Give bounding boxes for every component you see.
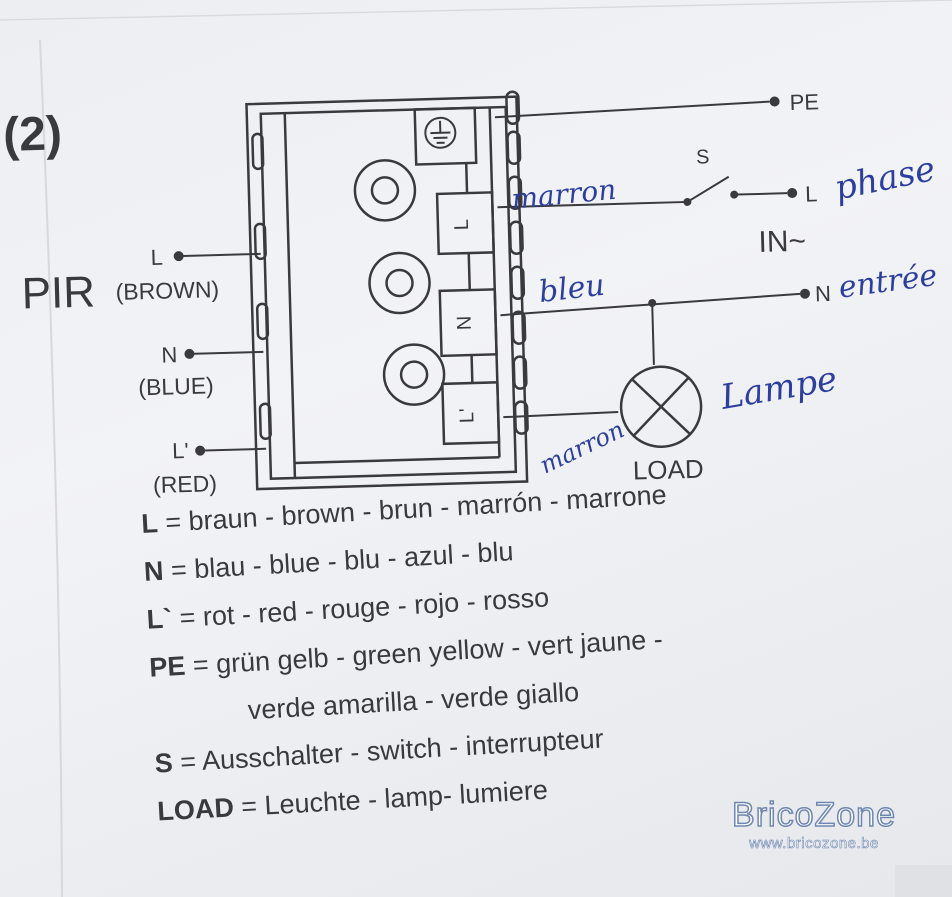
right-terminal-dots	[648, 96, 810, 307]
switch-label: S	[696, 146, 710, 168]
figure-number: (2)	[3, 107, 63, 162]
block-terminal-l: L	[451, 219, 473, 231]
input-label: IN~	[758, 225, 806, 259]
left-terminal-lprime: L'	[172, 438, 189, 463]
handwritten-lampe: Lampe	[717, 359, 840, 418]
left-terminal-l: L	[150, 245, 163, 270]
left-terminal-l-color: (BROWN)	[115, 276, 219, 305]
handwritten-marron-top: marron	[510, 173, 618, 216]
watermark-logo: BricoZone	[731, 795, 896, 835]
handwritten-marron-bottom: marron	[535, 415, 628, 479]
page-fold-line	[39, 39, 63, 897]
watermark-url: www.bricozone.be	[749, 835, 879, 853]
legend-key: N	[143, 555, 165, 587]
legend-key: LOAD	[156, 792, 235, 827]
left-wires	[178, 252, 267, 452]
right-terminal-pe: PE	[789, 89, 819, 115]
block-terminal-lprime: L'	[456, 408, 478, 424]
left-terminal-n-color: (BLUE)	[138, 372, 214, 400]
right-terminal-n: N	[815, 281, 832, 306]
watermark: BricoZone www.bricozone.be	[714, 795, 914, 853]
handwritten-bleu: bleu	[537, 268, 606, 310]
ground-icon	[424, 116, 457, 149]
handwritten-entree: entrée	[837, 258, 940, 306]
page-top-edge	[0, 0, 952, 21]
left-terminal-dots	[173, 251, 206, 456]
lamp-icon	[619, 365, 703, 449]
handwritten-phase: phase	[831, 149, 938, 209]
pir-label: PIR	[21, 268, 96, 319]
load-label: LOAD	[632, 454, 704, 486]
legend-text: = Leuchte - lamp- lumiere	[240, 774, 549, 822]
right-terminal-l: L	[805, 181, 818, 206]
block-terminal-n: N	[453, 315, 475, 330]
left-terminal-n: N	[161, 342, 178, 367]
legend-key: S	[153, 747, 174, 779]
left-terminal-lprime-color: (RED)	[153, 470, 218, 498]
terminal-block	[245, 90, 529, 491]
legend-key: L`	[145, 603, 173, 635]
color-legend: L = braun - brown - brun - marrón - marr…	[140, 461, 858, 836]
page-corner	[895, 865, 952, 897]
legend-key: L	[140, 508, 159, 539]
legend-key: PE	[148, 650, 187, 683]
